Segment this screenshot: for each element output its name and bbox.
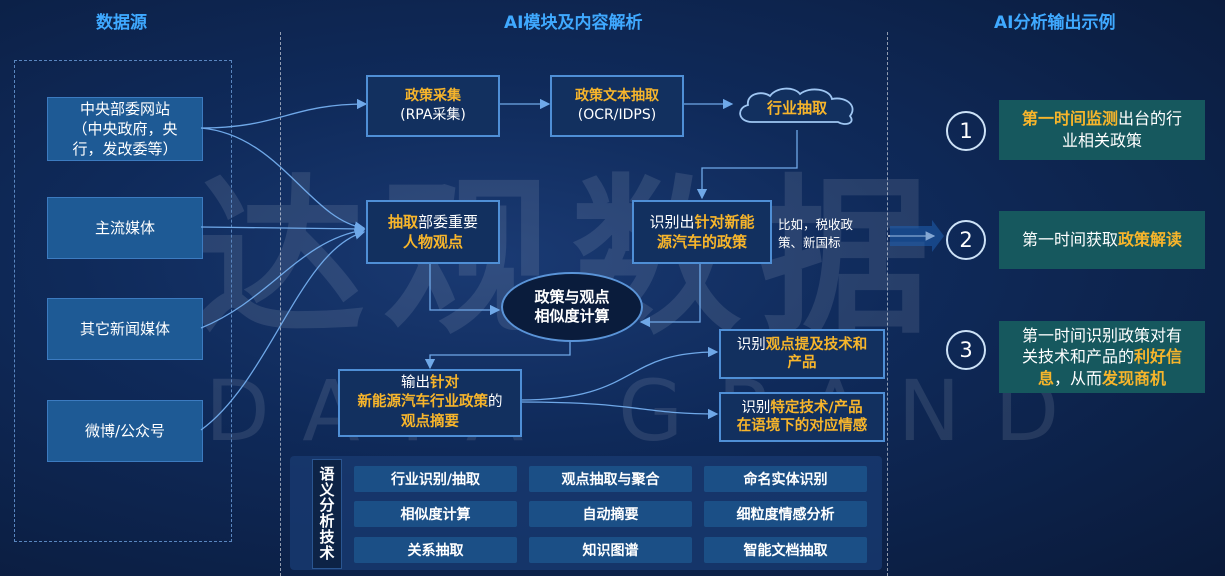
output-number-1: 1 [946,111,986,151]
tech-relation-extraction: 关系抽取 [354,537,517,563]
divider-right [887,32,888,576]
header-ai-output: AI分析输出示例 [994,13,1116,33]
divider-left [280,32,281,576]
tech-industry-recognition: 行业识别/抽取 [354,466,517,492]
output-1: 第一时间监测出台的行 业相关政策 [999,100,1205,160]
source-group [14,60,232,542]
source-mainstream-media: 主流媒体 [47,197,203,259]
similarity-calculation: 政策与观点 相似度计算 [501,272,643,342]
tech-knowledge-graph: 知识图谱 [529,537,692,563]
tech-auto-summary: 自动摘要 [529,501,692,527]
tech-doc-extraction: 智能文档抽取 [704,537,867,563]
header-data-source: 数据源 [96,13,147,33]
semantic-tech-label: 语义分析技术 [312,459,342,569]
output-2: 第一时间获取政策解读 [999,211,1205,269]
box-identify-tech-products: 识别观点提及技术和 产品 [719,329,885,379]
tech-ner: 命名实体识别 [704,466,867,492]
industry-extraction-label: 行业抽取 [766,98,827,117]
cloud-industry-extraction [739,87,854,125]
output-3: 第一时间识别政策对有 关技术和产品的利好信 息，从而发现商机 [999,321,1205,393]
source-weibo: 微博/公众号 [47,400,203,462]
tech-opinion-extraction: 观点抽取与聚合 [529,466,692,492]
output-number-3: 3 [946,330,986,370]
box-extract-opinions: 抽取部委重要 人物观点 [366,200,500,264]
output-number-2: 2 [946,220,986,260]
box-policy-text-extraction: 政策文本抽取 (OCR/IDPS) [550,75,684,137]
box-policy-collection: 政策采集 (RPA采集) [366,75,500,137]
box-output-summary: 输出针对 新能源汽车行业政策的 观点摘要 [338,369,522,437]
tech-similarity: 相似度计算 [354,501,517,527]
source-other-news: 其它新闻媒体 [47,298,203,360]
tech-fine-sentiment: 细粒度情感分析 [704,501,867,527]
header-ai-module: AI模块及内容解析 [504,13,643,33]
source-ministry-sites: 中央部委网站（中央政府，央行，发改委等） [47,97,203,161]
box-identify-sentiment: 识别特定技术/产品 在语境下的对应情感 [719,392,885,442]
box-identify-nev-policy: 识别出针对新能 源汽车的政策 [632,200,772,264]
example-note: 比如，税收政 策、新国标 [778,217,854,251]
